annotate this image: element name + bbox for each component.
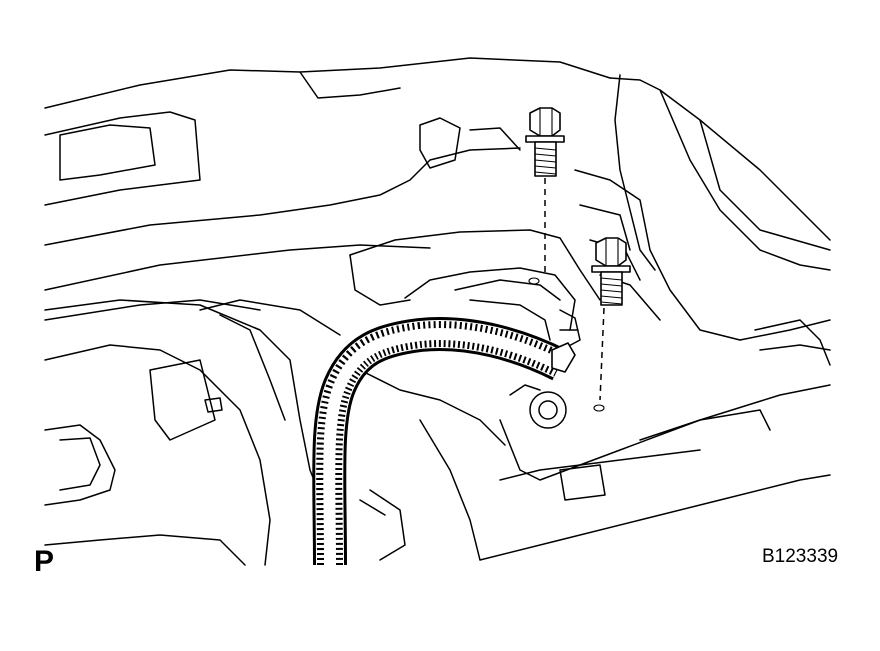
bolt-upper [525, 107, 565, 275]
right-panel [574, 74, 831, 366]
upper-panel [44, 57, 611, 321]
lower-body [44, 299, 831, 566]
bolt-lower [591, 237, 631, 401]
wire-harness-icon [312, 317, 576, 566]
mount-bracket [349, 229, 605, 412]
corner-label: P [34, 545, 55, 578]
figure-code: B123339 [762, 546, 839, 567]
